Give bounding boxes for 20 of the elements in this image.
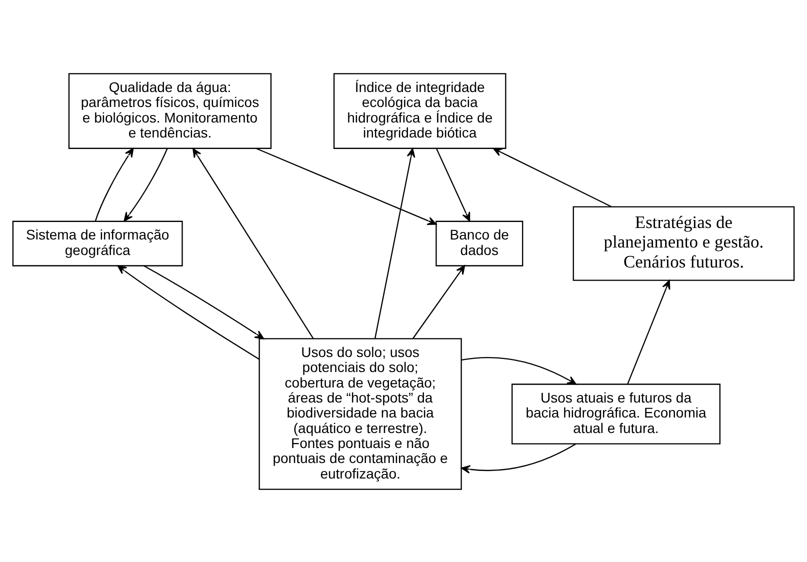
node-box: Qualidade da água: parâmetros físicos, químicos e biológicos. Monitoramento e tendências. bbox=[68, 72, 272, 148]
node-box: Banco de dados bbox=[436, 220, 524, 266]
arrow bbox=[143, 264, 264, 339]
node-box: Usos atuais e futuros da bacia hidrográfica. Economia atual e futura. bbox=[512, 383, 720, 444]
node-box: Sistema de informação geográfica bbox=[12, 220, 183, 266]
arrow bbox=[492, 147, 612, 207]
node-box: Estratégias de planejamento e gestão. Cenários futuros. bbox=[572, 206, 795, 280]
arrow bbox=[462, 356, 576, 384]
arrow bbox=[461, 442, 576, 474]
arrow bbox=[627, 279, 670, 384]
node-box: Usos do solo; usos potenciais do solo; cobertura de vegetação; áreas de “hot-spots” da biodiversidade na bacia (aquático e terrestre). Fontes pontuais e não pontuais de contaminação e eutrofização. bbox=[258, 338, 462, 490]
arrow bbox=[192, 148, 314, 338]
arrow bbox=[124, 148, 168, 221]
arrow bbox=[117, 264, 260, 360]
node-box: Índice de integridade ecológica da bacia hidrográfica e Índice de integridade biótica bbox=[333, 72, 506, 148]
arrow bbox=[256, 147, 437, 224]
arrow bbox=[412, 264, 466, 338]
arrow bbox=[94, 147, 134, 221]
arrow bbox=[436, 148, 470, 221]
arrow bbox=[374, 148, 416, 338]
